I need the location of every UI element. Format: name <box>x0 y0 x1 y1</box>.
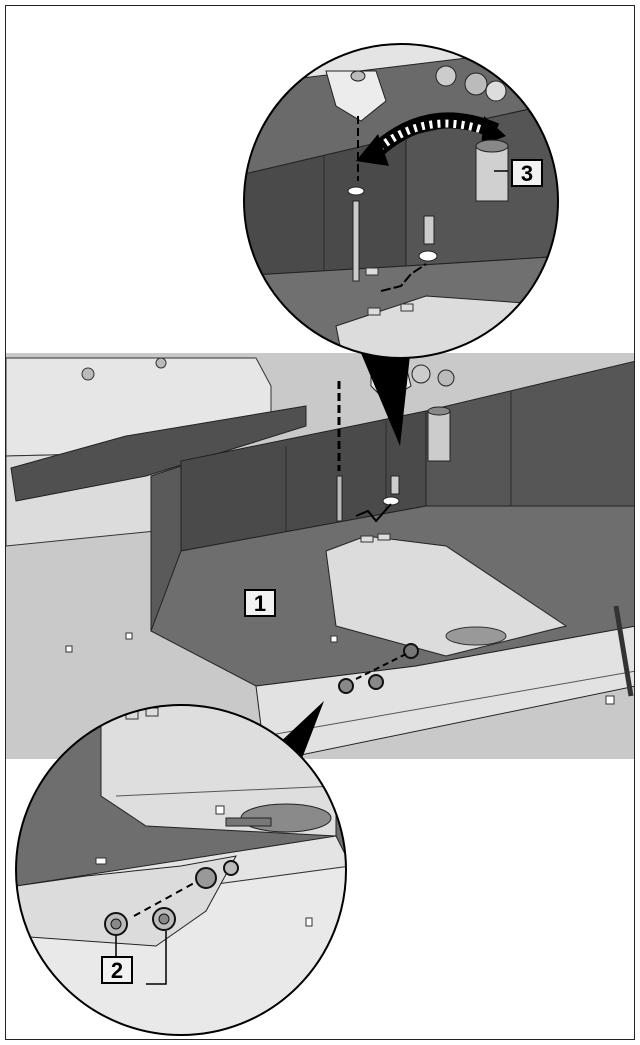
figure-frame: 1 2 3 <box>5 5 635 1040</box>
callout-2-label: 2 <box>101 956 133 984</box>
detail-view-top <box>243 43 559 359</box>
top-detail-pointer <box>358 346 411 446</box>
detail-view-bottom <box>15 704 347 1036</box>
callout-3-label: 3 <box>511 159 543 187</box>
callout-1-label: 1 <box>244 589 276 617</box>
main-view <box>6 353 634 759</box>
assembly-illustration <box>6 43 634 1036</box>
